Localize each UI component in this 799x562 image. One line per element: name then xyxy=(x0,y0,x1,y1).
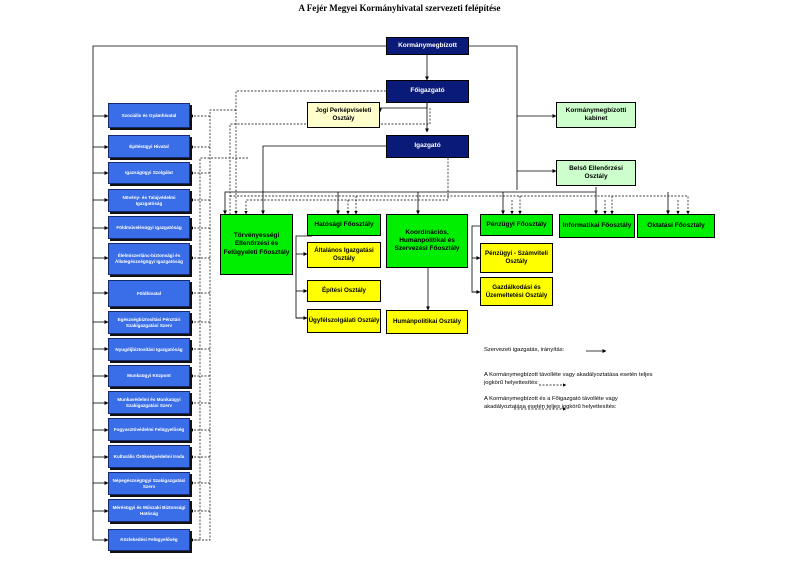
box-noveny-talajvedelmi: Növény- és Talajvédelmi Igazgatóság xyxy=(108,189,190,212)
box-munkavedelmi: Munkavédelmi és Munkaügyi Szakigazgatási… xyxy=(108,391,190,414)
box-humanpolitikai-osztaly: Humánpolitikai Osztály xyxy=(386,310,468,334)
box-belso-ellenorzesi: Belső Ellenőrzési Osztály xyxy=(556,160,636,186)
legend-line-dashed-2: A Kormánymegbízott és a Főigazgató távol… xyxy=(484,396,618,410)
box-fogyasztovedelmi: Fogyasztóvédelmi Felügyelőség xyxy=(108,418,190,441)
box-igazsagugyi-szolgalat: Igazságügyi Szolgálat xyxy=(108,162,190,184)
box-elelmiszerlanc: Élelmiszerlánc-biztonsági és Állategészs… xyxy=(108,243,190,275)
box-hatosagi-foosztaly: Hatósági Főosztály xyxy=(307,214,381,236)
box-kozlekedesi-felugyeloseg: Közlekedési Felügyelőség xyxy=(108,529,190,551)
box-ugyfelszolgalati: Ügyfélszolgálati Osztály xyxy=(307,309,381,333)
box-jogi-perkepviseleti: Jogi Perképviseleti Osztály xyxy=(307,102,380,128)
box-gazdalkodasi: Gazdálkodási és Üzemeltetési Osztály xyxy=(480,277,553,306)
box-torvenyessegi: Törvényességi Ellenőrzési és Felügyeleti… xyxy=(220,214,293,275)
box-altalanos-igazgatasi: Általános Igazgatási Osztály xyxy=(307,242,381,268)
box-nyugdijbiztositasi: Nyugdíjbiztosítási Igazgatóság xyxy=(108,338,190,361)
box-igazgato: Igazgató xyxy=(386,135,469,158)
box-penzugyi-szamviteli: Pénzügyi - Számviteli Osztály xyxy=(480,243,553,273)
box-egeszsegbiztositasi: Egészségbiztosítási Pénztári Szakigazgat… xyxy=(108,311,190,334)
box-kormanymegbizotti-kabinet: Kormánymegbízotti kabinet xyxy=(556,102,636,128)
box-foldmuvelesugyi: Földművelésügyi Igazgatóság xyxy=(108,216,190,239)
box-meresugyi: Mérésügyi és Műszaki Biztonsági Hatóság xyxy=(108,499,190,522)
box-nepegeszsegugyi: Népegészségügyi Szakigazgatási Szerv xyxy=(108,472,190,495)
box-foigazgato: Főigazgató xyxy=(386,80,469,103)
box-epitesugyi-hivatal: Építésügyi Hivatal xyxy=(108,135,190,158)
legend-line-solid: Szervezeti igazgatás, irányítás: xyxy=(484,347,565,353)
box-penzugyi-foosztaly: Pénzügyi Főosztály xyxy=(480,214,553,236)
box-kormanymegbizott: Kormánymegbízott xyxy=(386,37,469,55)
legend-line-dashed-1: A Kormánymegbízott távolléte vagy akadál… xyxy=(484,372,653,386)
box-koordinacios: Koordinációs, Humánpolitikai és Szervezé… xyxy=(386,214,468,268)
box-oktatasi: Oktatási Főosztály xyxy=(637,214,715,238)
box-munkaugyi-kozpont: Munkaügyi Központ xyxy=(108,365,190,387)
chart-title: A Fejér Megyei Kormányhivatal szervezeti… xyxy=(298,3,501,13)
box-kulturalis-oroksegvedelmi: Kulturális Örökségvédelmi Iroda xyxy=(108,445,190,468)
box-foldhivatal: Földhivatal xyxy=(108,280,190,307)
box-informatikai: Informatikai Főosztály xyxy=(559,214,635,238)
box-szocialis-gyamhivatal: Szociális és Gyámhivatal xyxy=(108,103,190,128)
box-epitesi-osztaly: Építési Osztály xyxy=(307,280,381,302)
